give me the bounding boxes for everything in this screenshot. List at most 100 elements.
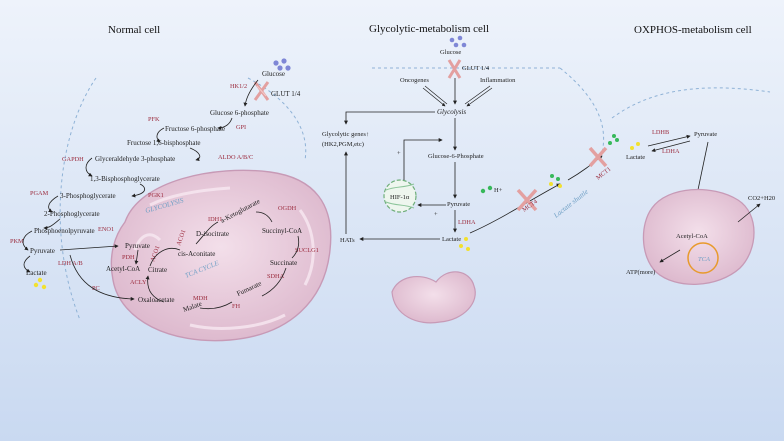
normal-aldo: ALDO A/B/C [218, 154, 253, 161]
arrow-inflammation [465, 85, 493, 106]
glyco-mitochondrion [391, 271, 476, 324]
normal-gapdh: GAPDH [62, 156, 84, 163]
glyco-hif-icon [383, 179, 417, 213]
glyco-oncogenes: Oncogenes [400, 77, 429, 84]
normal-g6p: Glucose 6-phosphate [210, 109, 269, 117]
arrow-f6p-f16bp [156, 127, 165, 143]
arrow-hif-loop [403, 138, 443, 180]
title-glycolytic-cell: Glycolytic-metabolism cell [369, 23, 489, 35]
glyco-genes-line2: (HK2,PGM,etc) [322, 141, 364, 148]
glyco-hats: HATs [340, 237, 355, 244]
arrow-oncogenes [422, 85, 447, 106]
glyco-plus-1: + [397, 150, 401, 157]
normal-pyruvate: Pyruvate [30, 247, 55, 255]
normal-ldh: LDH A/B [58, 260, 83, 267]
normal-ogdh: OGDH [278, 205, 297, 212]
arrow-glucose-g6p [243, 79, 259, 107]
arrow-pyruvate-mito [59, 244, 119, 251]
mct1-transporter-icon [588, 146, 608, 168]
glyco-glycolysis: Glycolysis [437, 108, 466, 116]
normal-pgk1: PGK1 [148, 192, 164, 199]
normal-pep: Phosphoenolpyruvate [34, 227, 95, 235]
oxphos-mitochondrion [642, 188, 755, 285]
glyco-lactate: Lactate [442, 236, 461, 243]
glyco-hplus: H+ [494, 187, 503, 194]
arrow-lactate-mct4 [469, 183, 561, 234]
arrow-pg2-pep [43, 218, 61, 230]
normal-pfk: PFK [148, 116, 160, 123]
normal-pg3: 3-Phosphoglycerate [60, 192, 116, 200]
normal-f6p: Fructose 6-phosphate [165, 125, 225, 133]
glyco-hplus-dots [480, 185, 493, 194]
glyco-genes-line1: Glycolytic genes↑ [322, 131, 369, 138]
normal-glucose-dots [273, 58, 291, 71]
normal-lactate-dots [33, 277, 47, 290]
normal-pkm: PKM [10, 238, 24, 245]
glyco-shuttle: Lactate shuttle [552, 188, 590, 220]
arrow-pyr-acetylcoa [134, 249, 139, 265]
normal-pg2: 2-Phosphoglycerate [44, 210, 100, 218]
arrow-f16bp-g3p [189, 147, 201, 162]
glyco-glucose: Glucose [440, 49, 461, 56]
normal-mdh: MDH [193, 295, 208, 302]
normal-citrate: Citrate [148, 266, 167, 274]
glyco-glut-transporter-icon [447, 59, 462, 79]
normal-glut-transporter-icon [253, 81, 270, 101]
shuttle-lactate-dots [549, 174, 562, 188]
normal-fh: FH [232, 303, 241, 310]
arrow-g6p-f6p [217, 117, 233, 130]
glyco-ldha: LDHA [458, 219, 476, 226]
normal-succinate: Succinate [270, 259, 297, 267]
arrow-pyruvate-lactate [23, 255, 31, 273]
normal-cell-membrane-right [247, 77, 307, 161]
glyco-glucose-dots [449, 35, 467, 48]
normal-pgam: PGAM [30, 190, 49, 197]
oxphos-cell-membrane [611, 87, 771, 119]
tca-cycle-arrows [148, 211, 300, 310]
glyco-glut: GLUT 1/4 [462, 65, 490, 72]
oxphos-atp: ATP(more) [626, 269, 655, 276]
normal-acly: ACLY [130, 279, 147, 286]
oxphos-co2: CO2+H20 [748, 195, 775, 202]
normal-isocitrate: D-isocitrate [196, 230, 229, 238]
normal-eno1: ENO1 [98, 226, 114, 233]
glyco-pyruvate: Pyruvate [447, 201, 470, 208]
oxphos-lactate: Lactate [626, 154, 645, 161]
oxphos-tca-cycle-icon [687, 242, 719, 274]
glyco-lactate-dots [459, 237, 470, 251]
glyco-mct4: MCT4 [521, 198, 539, 214]
arrow-pg3-pg2 [48, 195, 59, 213]
oxphos-lactate-dots [630, 142, 640, 150]
normal-pyruvate-mito: Pyruvate [125, 242, 150, 250]
normal-mitochondrion [110, 169, 332, 342]
glyco-g6p: Glucose-6-Phosphate [428, 153, 484, 160]
oxphos-green-dots [608, 134, 619, 145]
normal-mito-cristae [133, 186, 315, 330]
title-oxphos-cell: OXPHOS-metabolism cell [634, 24, 752, 36]
arrow-pc [69, 254, 135, 301]
normal-pc: PC [92, 285, 100, 292]
arrow-lactate-pyruvate [647, 134, 691, 147]
normal-succoa: Succinyl-CoA [262, 227, 302, 235]
arrow-mito-co2 [737, 203, 761, 223]
oxphos-pyruvate: Pyruvate [694, 131, 717, 138]
glyco-mct1: MCT1 [595, 166, 613, 182]
oxphos-ldha: LDHA [662, 148, 680, 155]
oxphos-acetylcoa: Acetyl-CoA [676, 233, 708, 240]
arrow-g3p-bpg [85, 157, 93, 177]
normal-cisaconitate: cis-Aconitate [178, 250, 215, 258]
normal-cell-membrane [59, 77, 97, 321]
glyco-hif-label: HIF-1α [390, 194, 410, 201]
oxphos-tca: TCA [698, 256, 710, 263]
arrow-glycolysis-genes [344, 111, 435, 125]
arrow-mito-atp [659, 249, 681, 263]
normal-glut: GLUT 1/4 [271, 90, 301, 98]
normal-g3p: Glyceraldehyde 3-phosphate [95, 155, 175, 163]
normal-bpg13: 1,3-Bisphosphoglycerate [90, 175, 160, 183]
mct4-transporter-icon [516, 188, 538, 212]
oxphos-ldhb: LDHB [652, 129, 669, 136]
normal-sdha: SDHA [267, 273, 285, 280]
normal-suclg1: SUCLG1 [295, 247, 319, 254]
arrow-pyruvate-lactate-back [651, 140, 691, 153]
